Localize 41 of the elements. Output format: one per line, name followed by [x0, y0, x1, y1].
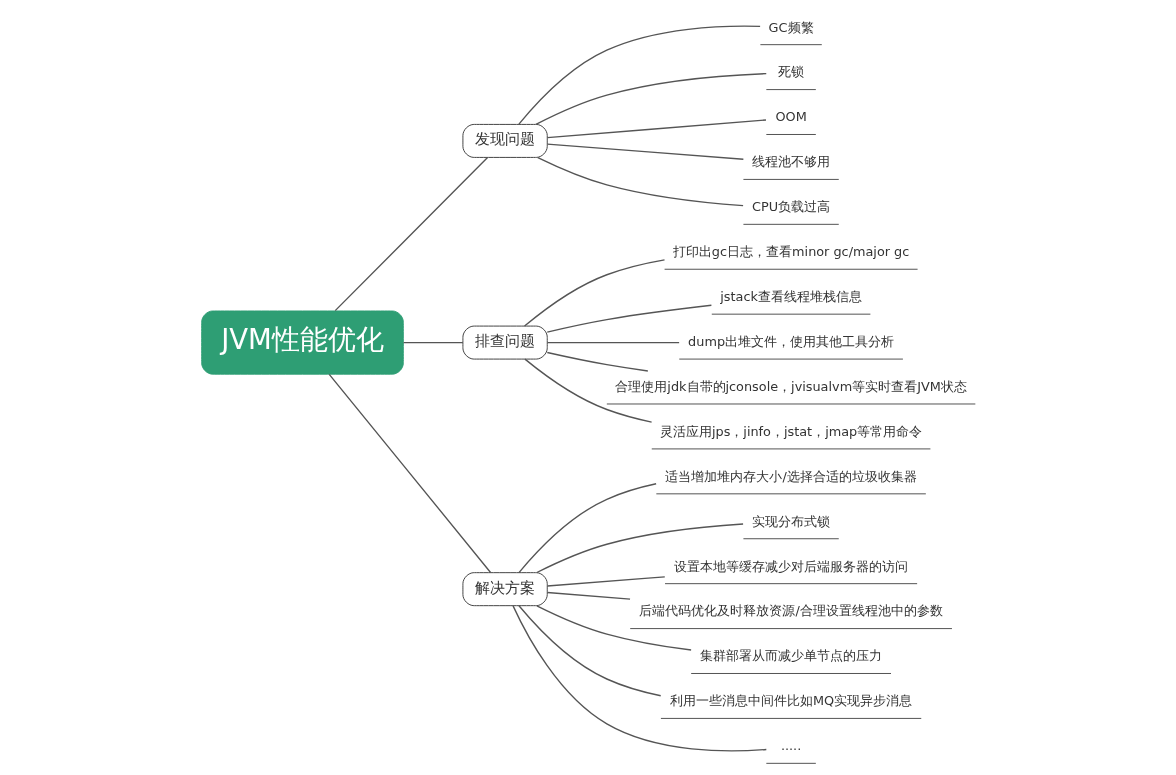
- connector: [517, 483, 657, 574]
- connector: [546, 576, 665, 587]
- node-box: 排查问题: [461, 325, 548, 360]
- node-text: 实现分布式锁: [751, 513, 830, 529]
- node-text: 合理使用jdk自带的jconsole，jvisualvm等实时查看JVM状态: [614, 378, 967, 394]
- connector: [546, 143, 744, 160]
- connector: [535, 605, 692, 651]
- connector: [534, 72, 767, 126]
- node-text: 适当增加堆内存大小/选择合适的垃圾收集器: [664, 468, 917, 484]
- node-text: 设置本地等缓存减少对后端服务器的访问: [673, 558, 908, 574]
- node-box: 发现问题: [461, 123, 548, 158]
- connector: [546, 119, 767, 139]
- connector: [546, 351, 649, 372]
- connector: [517, 25, 761, 125]
- node-text: jstack查看线程堆栈信息: [719, 289, 862, 305]
- node-box: JVM性能优化: [200, 310, 404, 375]
- connector: [402, 341, 464, 344]
- connector: [523, 358, 652, 423]
- node-text: dump出堆文件，使用其他工具分析: [687, 333, 894, 349]
- node-text: GC频繁: [768, 19, 814, 35]
- node-text: OOM: [774, 109, 807, 125]
- node-text: 集群部署从而减少单节点的压力: [699, 648, 882, 664]
- node-text: 灵活应用jps，jinfo，jstat，jmap等常用命令: [659, 423, 922, 439]
- node-box: 解决方案: [461, 572, 548, 607]
- connector: [517, 605, 661, 697]
- node-text: 后端代码优化及时释放资源/合理设置线程池中的参数: [638, 603, 943, 619]
- connector: [536, 156, 744, 207]
- node-text: CPU负载过高: [751, 199, 830, 215]
- connector: [546, 304, 712, 333]
- connector: [535, 523, 744, 574]
- node-text: 死锁: [777, 64, 804, 80]
- node-text: 利用一些消息中间件比如MQ实现异步消息: [669, 693, 912, 709]
- node-text: 线程池不够用: [751, 154, 830, 170]
- connector: [511, 605, 767, 752]
- node-text: .....: [780, 738, 801, 754]
- connector: [546, 591, 631, 600]
- connector: [523, 259, 665, 327]
- connector: [546, 341, 680, 344]
- connector: [334, 156, 488, 312]
- connector: [328, 373, 491, 574]
- node-text: 打印出gc日志，查看minor gc/major gc: [672, 244, 909, 260]
